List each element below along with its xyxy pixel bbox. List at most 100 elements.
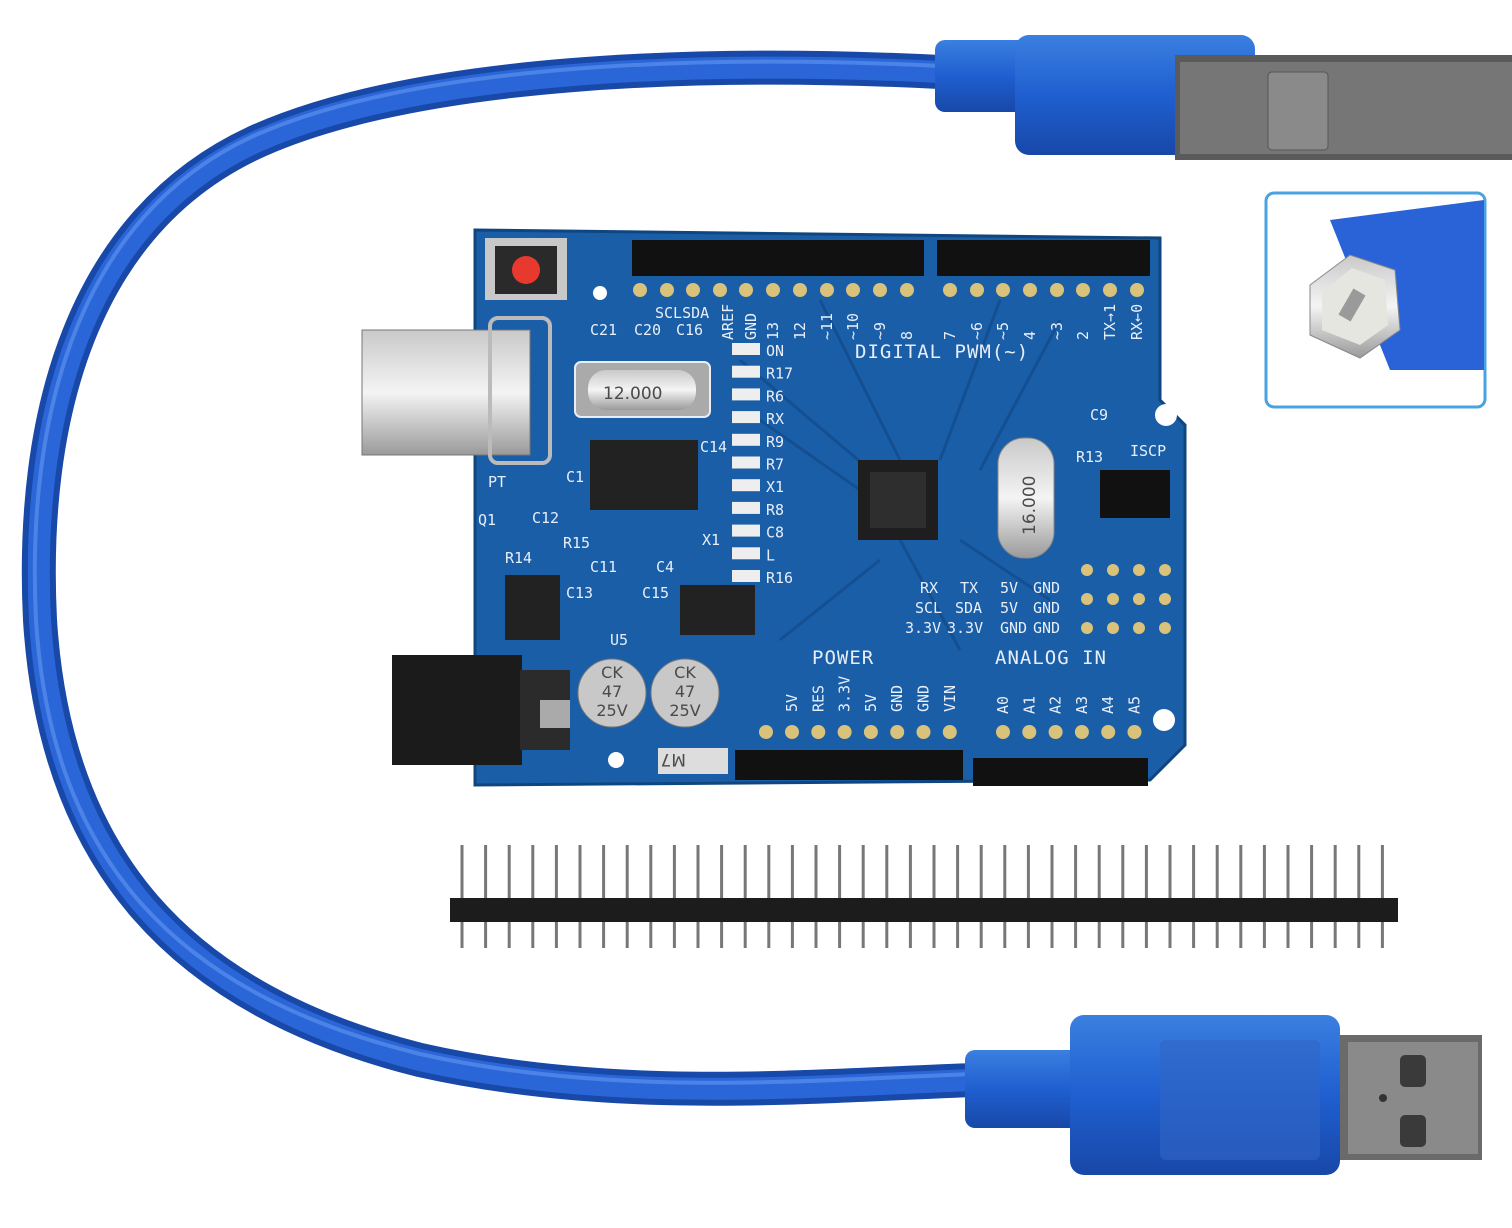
pin-hole xyxy=(1048,725,1063,739)
led-label: R6 xyxy=(766,387,784,405)
smd-led xyxy=(732,343,760,355)
breakout-label: 5V xyxy=(1000,579,1018,597)
led-label: L xyxy=(766,546,775,564)
pin-hole xyxy=(1050,283,1064,297)
digital-pin-label: TX→1 xyxy=(1101,304,1119,340)
electrolytic-capacitor xyxy=(577,658,720,728)
breakout-label: 5V xyxy=(1000,599,1018,617)
power-pin-label: VIN xyxy=(941,685,959,712)
pin-hole xyxy=(900,283,914,297)
smd-led xyxy=(732,501,760,514)
digital-pwm-title: DIGITAL PWM(~) xyxy=(855,341,1029,363)
component-label: C9 xyxy=(1090,406,1108,424)
component-label: C13 xyxy=(566,584,593,602)
smd-led xyxy=(732,388,760,401)
digital-pin-label: 12 xyxy=(791,322,809,340)
pin-hole xyxy=(996,725,1010,739)
usb-cable xyxy=(21,50,976,1106)
digital-pin-label: 7 xyxy=(941,331,959,340)
crystal-12mhz-label: 12.000 xyxy=(603,384,662,404)
analog-pin-label: A5 xyxy=(1126,696,1144,714)
led-label: ON xyxy=(766,342,784,360)
pin-hole xyxy=(996,283,1010,297)
reset-button xyxy=(512,256,540,284)
pin-hole xyxy=(1022,725,1037,739)
pin-hole xyxy=(873,283,887,297)
component-label: R14 xyxy=(505,549,532,567)
led-label: R7 xyxy=(766,456,784,474)
capacitor-text: CK xyxy=(601,663,623,682)
pin-hole xyxy=(970,283,984,297)
diode-label: M7 xyxy=(661,749,686,769)
pin-hole xyxy=(1130,283,1144,297)
label-gnd: GND xyxy=(742,313,760,340)
breakout-label: GND xyxy=(1000,619,1027,637)
pin-hole xyxy=(1023,283,1037,297)
pin-hole xyxy=(713,283,727,297)
pin-hole xyxy=(1101,725,1116,739)
pin-hole xyxy=(1076,283,1090,297)
component-label: C15 xyxy=(642,584,669,602)
analog-pin-label: A3 xyxy=(1073,696,1091,714)
digital-pin-label: 4 xyxy=(1021,331,1039,340)
capacitor-text: 25V xyxy=(669,701,700,720)
pin-hole xyxy=(1081,622,1093,634)
analog-pin-label: A2 xyxy=(1047,696,1065,714)
pin-hole xyxy=(1074,725,1089,739)
smd-led xyxy=(732,411,760,424)
male-pin-header-strip xyxy=(450,845,1398,948)
breakout-label: RX xyxy=(920,579,938,597)
arduino-uno-board: 12.000 16.000 ISCP CK 47 25V CK 47 25V M… xyxy=(361,228,1187,787)
component-label: C1 xyxy=(566,468,584,486)
breakout-label: SCL xyxy=(915,599,942,617)
power-title: POWER xyxy=(812,647,874,669)
capacitor-text: CK xyxy=(674,663,696,682)
icsp-label: ISCP xyxy=(1130,442,1166,460)
component-label: C21 xyxy=(590,321,617,339)
pin-hole xyxy=(1081,564,1093,576)
digital-pin-label: ~10 xyxy=(844,313,862,340)
pin-hole xyxy=(660,283,674,297)
pin-hole xyxy=(785,725,799,739)
breakout-label: GND xyxy=(1033,579,1060,597)
pin-hole xyxy=(1133,593,1145,605)
crystal-16mhz-label: 16.000 xyxy=(1020,476,1040,535)
power-pin-label: GND xyxy=(915,685,933,712)
analog-pin-label: A1 xyxy=(1020,696,1038,714)
led-label: R16 xyxy=(766,569,793,587)
pin-hole xyxy=(1133,564,1145,576)
breakout-label: SDA xyxy=(955,599,982,617)
led-label: X1 xyxy=(766,478,784,496)
label-scl-sda: SCLSDA xyxy=(655,304,709,322)
capacitor-text: 25V xyxy=(596,701,627,720)
pin-hole xyxy=(916,725,931,739)
component-label: C12 xyxy=(532,509,559,527)
breakout-label: GND xyxy=(1033,619,1060,637)
component-label: U5 xyxy=(610,631,628,649)
pin-hole xyxy=(1107,622,1119,634)
capacitor-text: 47 xyxy=(675,682,695,701)
pin-hole xyxy=(846,283,860,297)
smd-led xyxy=(732,570,760,582)
breakout-label: GND xyxy=(1033,599,1060,617)
component-label: Q1 xyxy=(478,511,496,529)
pin-hole xyxy=(1107,593,1119,605)
component-label: C11 xyxy=(590,558,617,576)
component-label: C16 xyxy=(676,321,703,339)
component-label: C20 xyxy=(634,321,661,339)
analog-pin-label: A0 xyxy=(994,696,1012,714)
led-label: C8 xyxy=(766,524,784,542)
usb-b-detail-inset xyxy=(1264,191,1487,409)
analog-in-title: ANALOG IN xyxy=(995,647,1107,669)
power-pin-label: 5V xyxy=(862,694,880,712)
usb-a-connector xyxy=(965,1015,1482,1175)
component-label: C14 xyxy=(700,438,727,456)
pin-hole xyxy=(1159,593,1171,605)
digital-pin-label: 13 xyxy=(764,322,782,340)
smd-led xyxy=(732,524,760,537)
led-label: RX xyxy=(766,410,784,428)
digital-pin-label: ~11 xyxy=(818,313,836,340)
pin-hole xyxy=(1159,622,1171,634)
label-aref: AREF xyxy=(719,304,737,340)
